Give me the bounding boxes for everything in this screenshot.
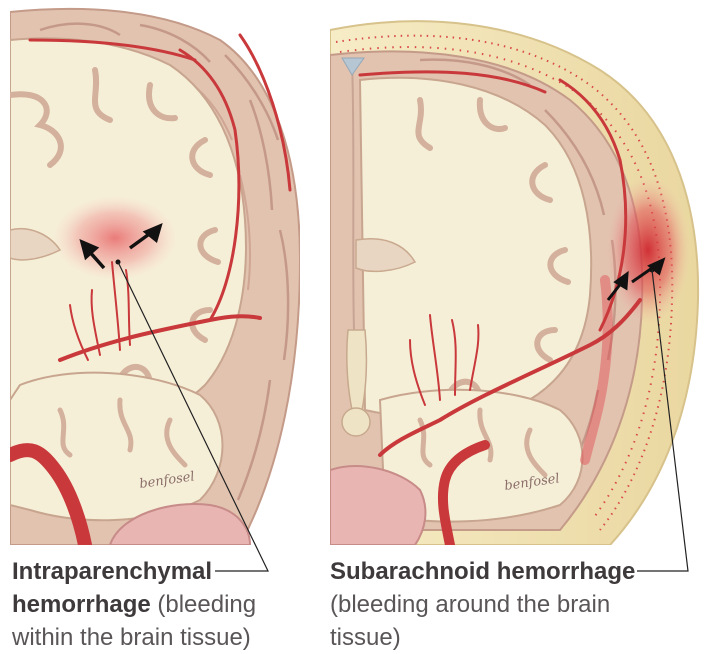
right-leader-line [637, 270, 688, 571]
left-leader-line [118, 262, 268, 571]
caption-desc: (bleeding around the brain [330, 591, 610, 618]
caption-title: Intraparenchymal [12, 558, 212, 585]
caption-subarachnoid: Subarachnoid hemorrhage (bleeding around… [330, 555, 670, 654]
caption-desc-cont: within the brain tissue) [12, 624, 251, 651]
caption-desc: (bleeding [151, 591, 256, 618]
caption-title: Subarachnoid hemorrhage [330, 558, 635, 585]
caption-desc-cont: tissue) [330, 624, 401, 651]
caption-intraparenchymal: Intraparenchymal hemorrhage (bleeding wi… [12, 555, 302, 654]
caption-title-cont: hemorrhage [12, 591, 151, 618]
